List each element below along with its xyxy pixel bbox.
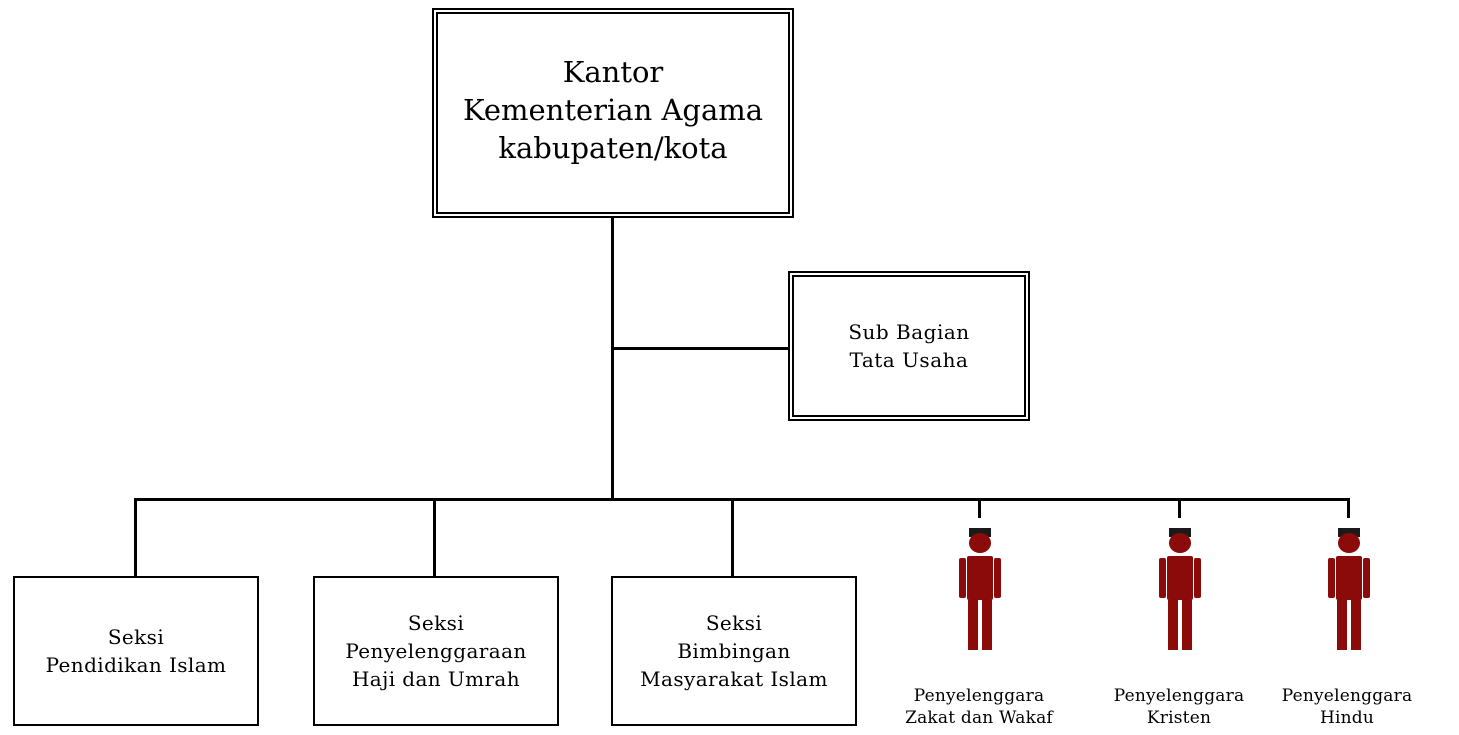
official-line: Zakat dan Wakaf xyxy=(905,708,1053,728)
section-line: Seksi xyxy=(407,611,465,635)
person-leg-left xyxy=(968,600,978,650)
person-arm-right xyxy=(1363,558,1370,598)
head-office-box: Kantor Kementerian Agama kabupaten/kota xyxy=(432,8,794,218)
head-line-1: Kantor xyxy=(562,55,664,89)
drop-line-official2 xyxy=(1178,498,1181,518)
subbagian-connector xyxy=(611,347,788,350)
drop-line-official3 xyxy=(1347,498,1350,518)
person-torso xyxy=(967,556,993,600)
head-line-3: kabupaten/kota xyxy=(498,131,728,165)
person-arm-left xyxy=(1159,558,1166,598)
subbagian-line-1: Sub Bagian xyxy=(848,320,970,344)
section-line: Pendidikan Islam xyxy=(45,653,227,677)
head-line-2: Kementerian Agama xyxy=(462,93,764,127)
person-cap xyxy=(969,528,991,537)
horizontal-bus-line xyxy=(134,498,1350,501)
drop-line-sec3 xyxy=(731,498,734,576)
person-leg-right xyxy=(1182,600,1192,650)
official-label-zakat-wakaf: Penyelenggara Zakat dan Wakaf xyxy=(894,685,1064,729)
section-box-pendidikan-islam: Seksi Pendidikan Islam xyxy=(13,576,259,726)
section-line: Seksi xyxy=(705,611,763,635)
person-head xyxy=(1169,533,1191,553)
person-arm-left xyxy=(1328,558,1335,598)
person-leg-right xyxy=(1351,600,1361,650)
official-line: Penyelenggara xyxy=(1113,686,1245,706)
section-box-bimbingan-masyarakat: Seksi Bimbingan Masyarakat Islam xyxy=(611,576,857,726)
section-box-haji-umrah: Seksi Penyelenggaraan Haji dan Umrah xyxy=(313,576,559,726)
subbagian-box: Sub Bagian Tata Usaha xyxy=(788,271,1030,421)
person-arm-right xyxy=(1194,558,1201,598)
official-label-hindu: Penyelenggara Hindu xyxy=(1262,685,1432,729)
section-line: Bimbingan xyxy=(677,639,791,663)
person-leg-left xyxy=(1337,600,1347,650)
section-line: Penyelenggaraan xyxy=(345,639,527,663)
person-icon xyxy=(1328,528,1370,650)
drop-line-official1 xyxy=(978,498,981,518)
person-leg-left xyxy=(1168,600,1178,650)
person-head xyxy=(969,533,991,553)
person-arm-right xyxy=(994,558,1001,598)
person-arm-left xyxy=(959,558,966,598)
section-label: Seksi Penyelenggaraan Haji dan Umrah xyxy=(345,609,526,693)
trunk-line xyxy=(611,218,614,500)
person-cap xyxy=(1338,528,1360,537)
section-label: Seksi Pendidikan Islam xyxy=(46,623,227,679)
person-leg-right xyxy=(982,600,992,650)
section-line: Masyarakat Islam xyxy=(640,667,828,691)
person-head xyxy=(1338,533,1360,553)
section-label: Seksi Bimbingan Masyarakat Islam xyxy=(640,609,828,693)
official-line: Kristen xyxy=(1146,708,1212,728)
official-label-kristen: Penyelenggara Kristen xyxy=(1094,685,1264,729)
official-line: Hindu xyxy=(1319,708,1375,728)
official-line: Penyelenggara xyxy=(1281,686,1413,706)
person-icon xyxy=(1159,528,1201,650)
drop-line-sec2 xyxy=(433,498,436,576)
subbagian-label: Sub Bagian Tata Usaha xyxy=(848,318,969,374)
person-cap xyxy=(1169,528,1191,537)
section-line: Seksi xyxy=(107,625,165,649)
head-office-label: Kantor Kementerian Agama kabupaten/kota xyxy=(463,53,763,167)
drop-line-sec1 xyxy=(134,498,137,576)
person-torso xyxy=(1336,556,1362,600)
official-line: Penyelenggara xyxy=(913,686,1045,706)
person-torso xyxy=(1167,556,1193,600)
person-icon xyxy=(959,528,1001,650)
subbagian-line-2: Tata Usaha xyxy=(849,348,969,372)
section-line: Haji dan Umrah xyxy=(351,667,521,691)
